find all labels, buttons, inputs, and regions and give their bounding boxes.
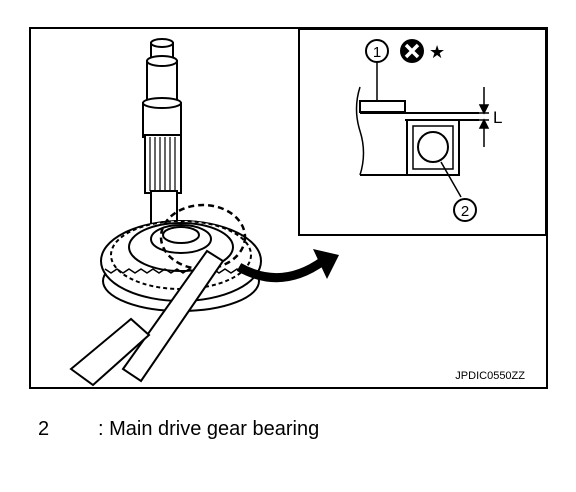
- figure-code: JPDIC0550ZZ: [455, 370, 525, 382]
- shaft-middle-top: [142, 97, 182, 109]
- gear-teeth: [104, 268, 256, 274]
- bearing-inner: [162, 226, 200, 244]
- diagram-figure: L 1 ★ 2 JPDIC0550ZZ: [29, 27, 548, 389]
- arrow-curve: [236, 257, 326, 283]
- callout-2-leader: [440, 161, 462, 198]
- shaft-assembly: [142, 38, 182, 232]
- shaft-upper-top: [146, 55, 178, 67]
- x-mark-icon: [404, 43, 420, 59]
- highlight-circle: [159, 203, 247, 271]
- legend-number: 2: [38, 418, 50, 440]
- dimension-L: [478, 87, 490, 147]
- bearing-ball: [417, 131, 449, 163]
- dimension-label: L: [493, 108, 502, 127]
- legend-text: : Main drive gear bearing: [98, 418, 320, 440]
- spline-lines: [149, 137, 176, 191]
- diagram-svg: L 1 ★ 2 JPDIC0550ZZ: [69, 29, 546, 387]
- snap-ring: [359, 100, 406, 113]
- shaft-upper: [146, 60, 178, 106]
- callout-2: 2: [461, 203, 469, 220]
- shaft-tip-top: [150, 38, 174, 48]
- legend: 2 : Main drive gear bearing: [0, 418, 576, 448]
- arrow-head: [313, 249, 339, 279]
- gear-assembly: [100, 220, 262, 312]
- callout-1: 1: [373, 44, 381, 61]
- section-break: [355, 86, 365, 176]
- tool-blade: [121, 249, 225, 383]
- callout-2-circle: [453, 198, 477, 222]
- tool-handle: [69, 317, 151, 387]
- star-icon: ★: [429, 42, 445, 62]
- removal-tool: [69, 249, 225, 387]
